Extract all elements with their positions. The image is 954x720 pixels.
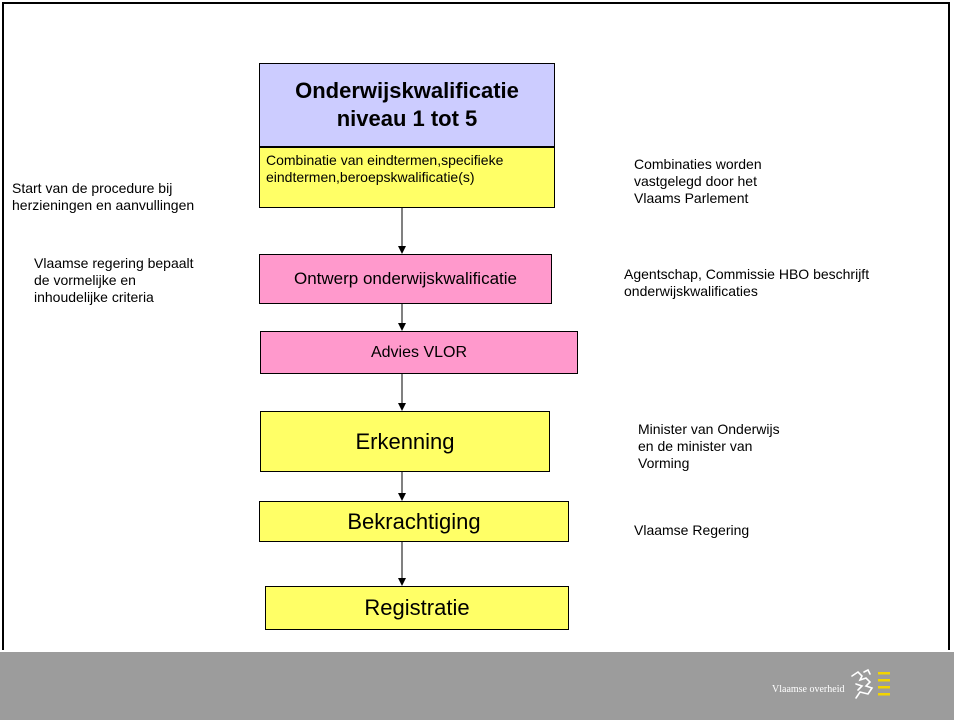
recognition-box: Erkenning <box>260 411 550 472</box>
registration-box: Registratie <box>265 586 569 630</box>
note-flemish-government: Vlaamse Regering <box>634 522 750 538</box>
note-government-criteria: Vlaamse regering bepaalt de vormelijke e… <box>34 255 194 305</box>
note-parliament: Combinaties worden vastgelegd door het V… <box>634 156 762 206</box>
footer-band <box>0 652 954 720</box>
flemish-lion-logo-icon <box>851 668 890 699</box>
ratification-box: Bekrachtiging <box>259 501 569 542</box>
advice-box: Advies VLOR <box>260 331 578 374</box>
qualification-title-box: Onderwijskwalificatie niveau 1 tot 5 <box>259 63 555 147</box>
design-box: Ontwerp onderwijskwalificatie <box>259 254 552 304</box>
note-ministers: Minister van Onderwijs en de minister va… <box>638 421 780 471</box>
flow-arrows <box>398 208 406 586</box>
note-agency: Agentschap, Commissie HBO beschrijft ond… <box>624 266 870 299</box>
logo-text: Vlaamse overheid <box>772 684 845 695</box>
combination-box: Combinatie van eindtermen,specifieke ein… <box>259 147 555 208</box>
note-start-procedure: Start van de procedure bij herzieningen … <box>12 180 195 213</box>
slide-frame <box>2 2 950 650</box>
